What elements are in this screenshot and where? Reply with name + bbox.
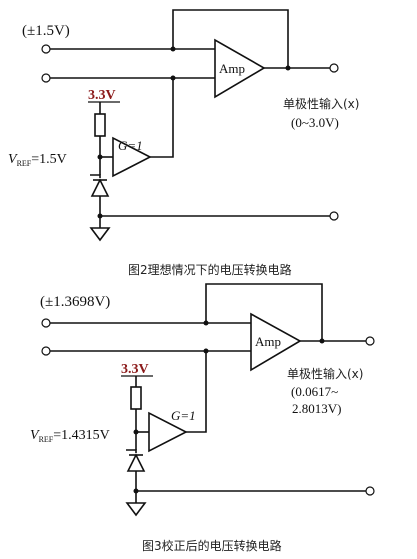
figure-b-vref-label: VREF=1.4315V (30, 428, 110, 444)
figure-a-caption: 图2理想情况下的电压转换电路 (128, 262, 292, 277)
figure-b-circuit: (±1.3698V) Amp 单极性输入(x) (0.0617~ 2.8013V… (30, 283, 375, 553)
figure-a-output-terminal (329, 63, 339, 73)
figure-a-diode (90, 178, 110, 197)
figure-a-output-range: (0~3.0V) (291, 115, 339, 130)
figure-a-top-voltage: (±1.5V) (22, 23, 70, 39)
figure-a-ground-terminal (329, 211, 339, 221)
figure-b-ground-terminal (365, 486, 375, 496)
figure-a-amplifier (214, 38, 266, 99)
figure-a-vref-label: VREF=1.5V (8, 152, 67, 168)
figure-a-amp-label: Amp (219, 61, 245, 76)
figure-b-output-terminal (365, 336, 375, 346)
figure-a-buffer-output-wire (150, 78, 174, 158)
figure-a-output-label: 单极性输入(x) (283, 96, 359, 111)
figure-b-gain-label: G=1 (171, 408, 196, 423)
figure-a-junction-c (170, 75, 176, 81)
figure-b-buffer-output-wire (186, 351, 207, 433)
figure-b-feedback-wire (205, 283, 323, 341)
figure-a-diode-cathode-bar (90, 174, 101, 178)
figure-a-resistor (94, 113, 106, 137)
figure-b-ground-icon (125, 502, 147, 517)
figure-b-top-voltage: (±1.3698V) (40, 294, 110, 310)
figure-a-junction-a (170, 46, 176, 52)
figure-a-input-terminal-bottom (41, 73, 51, 83)
figure-b-resistor (130, 386, 142, 410)
figure-b-caption: 图3校正后的电压转换电路 (142, 538, 282, 553)
figure-b-diode (126, 453, 146, 472)
figure-a-supply-label: 3.3V (88, 88, 116, 103)
figure-b-amplifier (250, 312, 302, 372)
figure-b-output-range-start: (0.0617~ (291, 384, 338, 399)
figure-b-input-terminal-top (41, 318, 51, 328)
figure-b-input-terminal-bottom (41, 346, 51, 356)
figure-b-diode-cathode-bar (126, 449, 137, 453)
figure-b-output-range-end: 2.8013V) (292, 401, 341, 416)
figure-a-feedback-wire (172, 9, 289, 68)
figure-b-junction-a (203, 320, 209, 326)
figure-b-amp-label: Amp (255, 334, 281, 349)
figure-b-supply-label: 3.3V (121, 362, 149, 377)
figure-a-ground-icon (89, 227, 111, 242)
figure-b-output-label: 单极性输入(x) (287, 366, 363, 381)
figure-a-input-terminal-top (41, 44, 51, 54)
figure-a-buffer (112, 136, 152, 178)
figure-a-gain-label: G=1 (118, 138, 143, 153)
figure-b-junction-c (203, 348, 209, 354)
figure-a-circuit: (±1.5V) Amp 单极性输入(x) (0~3.0V) 3.3V G=1 (8, 9, 359, 277)
figure-b-buffer (148, 411, 188, 453)
